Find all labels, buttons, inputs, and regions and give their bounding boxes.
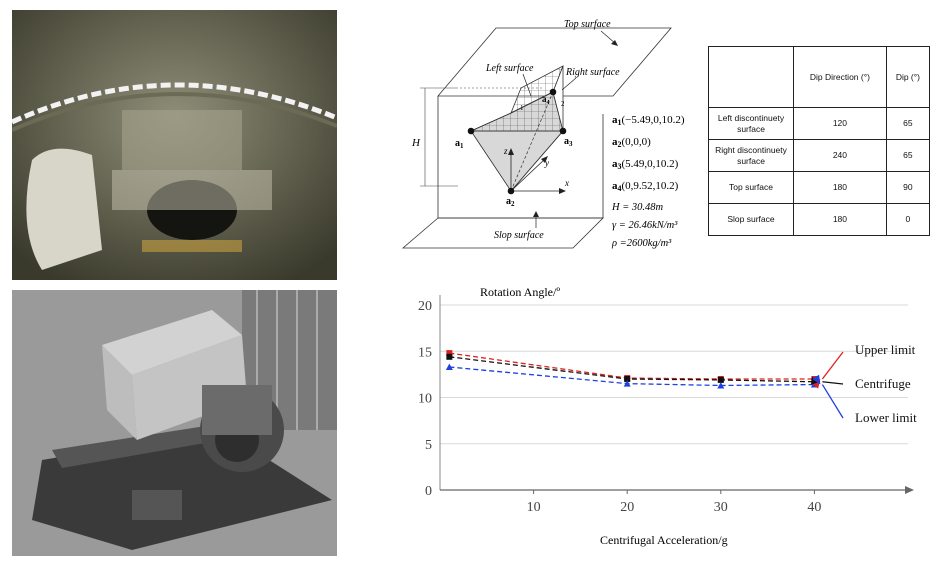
- wedge-diagram: H z x y a1 a2 a3 a4 1 2 Top surface Left: [398, 6, 703, 254]
- table-header-row: Dip Direction (°) Dip (°): [708, 46, 931, 108]
- coord-a4: a4(0,9.52,10.2): [612, 180, 679, 193]
- chart-xlabel: Centrifugal Acceleration/g: [600, 533, 728, 547]
- coord-a3: a3(5.49,0,10.2): [612, 158, 679, 171]
- table-header-cell: Dip (°): [885, 46, 931, 108]
- coord-a2: a2(0,0,0): [612, 136, 651, 149]
- y-tick-label: 15: [418, 345, 432, 360]
- wedge-diagram-svg: H z x y a1 a2 a3 a4 1 2 Top surface Left: [401, 19, 685, 249]
- series-line-lower-limit: [449, 366, 815, 387]
- point-a2-label: a2: [506, 196, 515, 208]
- chart-svg: Rotation Angle/º Centrifugal Acceleratio…: [418, 285, 917, 547]
- point-a4: [549, 88, 557, 96]
- legend-arrowhead: [812, 374, 821, 385]
- x-tick-label: 20: [620, 500, 634, 515]
- axis-y-label: y: [544, 158, 549, 168]
- table-cell: 240: [793, 139, 887, 172]
- param-h: H = 30.48m: [611, 202, 664, 213]
- table-cell: Slop surface: [708, 203, 794, 236]
- data-point: [446, 350, 453, 357]
- axis-x-label: x: [564, 178, 569, 188]
- rotation-device-photo: [12, 290, 337, 556]
- x-tick-label: 30: [714, 500, 728, 515]
- y-tick-label: 20: [418, 299, 432, 314]
- table-row: Left discontinuety surface 120 65: [708, 107, 931, 140]
- legend-arrow: [821, 351, 844, 380]
- edge-2-label: 2: [561, 100, 565, 108]
- right-surface-label: Right surface: [565, 67, 620, 78]
- legend-label: Lower limit: [855, 410, 917, 425]
- point-a1-label: a1: [455, 138, 464, 150]
- coord-a1: a1(−5.49,0,10.2): [612, 114, 685, 127]
- x-tick-label: 40: [807, 500, 821, 515]
- data-point: [446, 353, 453, 360]
- slope-plane: [401, 217, 604, 249]
- table-row: Slop surface 180 0: [708, 203, 931, 236]
- x-tick-label: 10: [527, 500, 541, 515]
- table-cell: Right discontinuety surface: [708, 139, 794, 172]
- axis-z-label: z: [503, 146, 508, 156]
- series-line-centrifuge: [449, 356, 815, 383]
- table-row: Top surface 180 90: [708, 171, 931, 204]
- table-cell: 65: [885, 139, 931, 172]
- table-cell: 0: [885, 203, 931, 236]
- data-point: [717, 381, 725, 389]
- y-tick-label: 10: [418, 392, 432, 407]
- legend-label: Centrifuge: [855, 376, 911, 391]
- data-point: [624, 376, 631, 382]
- y-tick-label: 5: [425, 438, 432, 453]
- h-label: H: [411, 137, 421, 149]
- point-a1: [467, 127, 475, 135]
- table-cell: Top surface: [708, 171, 794, 204]
- x-axis-arrow: [905, 486, 914, 494]
- centrifuge-camera-photo: [12, 10, 337, 280]
- series-line-upper-limit: [449, 352, 815, 380]
- table-header-cell: [708, 46, 794, 108]
- chart-ylabel: Rotation Angle/º: [480, 285, 560, 299]
- point-a2: [507, 187, 515, 195]
- y-tick-label: 0: [425, 484, 432, 499]
- table-cell: 180: [793, 171, 887, 204]
- y-axis: [510, 157, 547, 192]
- data-point: [717, 376, 724, 383]
- camera-photo-image: [12, 10, 337, 280]
- table-cell: 65: [885, 107, 931, 140]
- point-a3: [559, 127, 567, 135]
- legend-label: Upper limit: [855, 342, 916, 357]
- table-cell: 90: [885, 171, 931, 204]
- param-gamma: γ = 26.46kN/m³: [612, 220, 678, 231]
- point-a3-label: a3: [564, 136, 573, 148]
- edge-1-label: 1: [520, 104, 524, 112]
- right-face: [552, 65, 564, 132]
- table-header-cell: Dip Direction (°): [793, 46, 887, 108]
- table-row: Right discontinuety surface 240 65: [708, 139, 931, 172]
- dip-table: Dip Direction (°) Dip (°) Left discontin…: [708, 46, 931, 236]
- left-surface-label: Left surface: [485, 63, 534, 74]
- rotation-angle-chart: Rotation Angle/º Centrifugal Acceleratio…: [398, 278, 934, 563]
- point-a4-label: a4: [542, 94, 550, 106]
- data-point: [623, 380, 631, 387]
- top-surface-label: Top surface: [564, 19, 611, 30]
- device-photo-image: [12, 290, 337, 556]
- legend-arrow: [821, 384, 844, 419]
- table-cell: 120: [793, 107, 887, 140]
- legend-arrow: [822, 381, 844, 385]
- slope-surface-label: Slop surface: [494, 230, 544, 241]
- param-rho: ρ =2600kg/m³: [611, 238, 672, 249]
- data-point: [445, 363, 453, 370]
- table-cell: Left discontinuety surface: [708, 107, 794, 140]
- table-cell: 180: [793, 203, 887, 236]
